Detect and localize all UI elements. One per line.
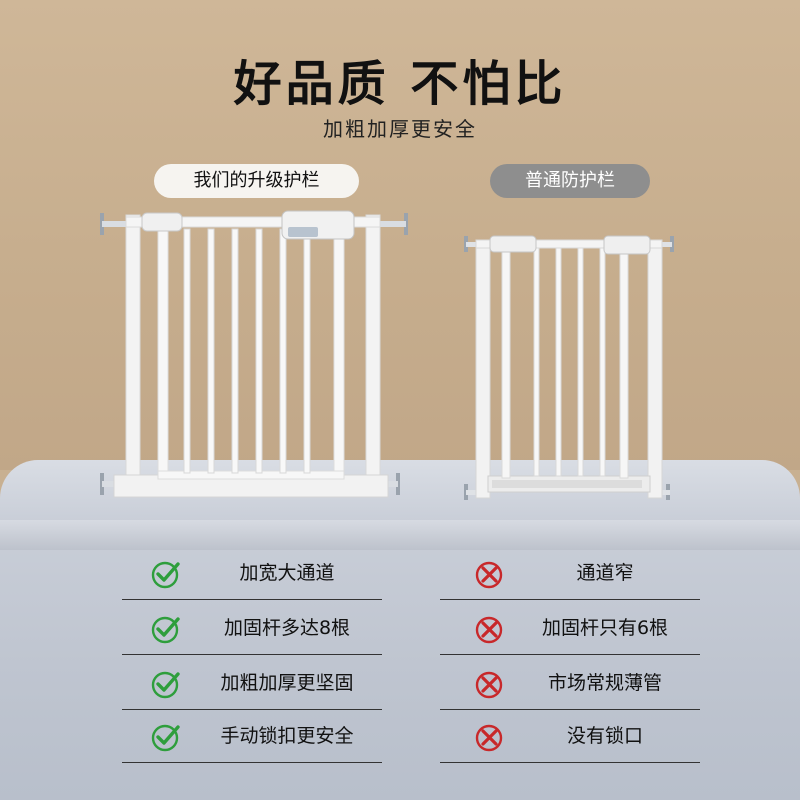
check-icon bbox=[151, 724, 180, 752]
countertop-edge bbox=[0, 520, 800, 550]
divider bbox=[122, 599, 382, 600]
divider bbox=[122, 762, 382, 763]
divider bbox=[122, 709, 382, 710]
feature-text: 加粗加厚更坚固 bbox=[220, 672, 354, 694]
cross-icon bbox=[475, 616, 503, 644]
normal-gate-image bbox=[464, 235, 674, 500]
feature-text: 加固杆多达8根 bbox=[223, 617, 351, 639]
label-upgraded-gate: 我们的升级护栏 bbox=[154, 164, 359, 198]
countertop bbox=[0, 460, 800, 800]
upgraded-gate-image bbox=[100, 210, 408, 498]
feature-text: 市场常规薄管 bbox=[547, 672, 662, 694]
check-icon bbox=[151, 616, 180, 644]
divider bbox=[440, 599, 700, 600]
cross-icon bbox=[475, 561, 503, 589]
divider bbox=[440, 654, 700, 655]
check-icon bbox=[151, 561, 180, 589]
feature-text: 通道窄 bbox=[576, 562, 634, 584]
feature-row-ours: 手动锁扣更安全 bbox=[122, 709, 382, 763]
feature-text: 手动锁扣更安全 bbox=[220, 725, 354, 747]
cross-icon bbox=[475, 724, 503, 752]
label-normal-gate: 普通防护栏 bbox=[490, 164, 650, 198]
check-icon bbox=[151, 671, 180, 699]
feature-row-normal: 市场常规薄管 bbox=[440, 656, 700, 710]
divider bbox=[440, 709, 700, 710]
feature-row-ours: 加粗加厚更坚固 bbox=[122, 656, 382, 710]
divider bbox=[440, 762, 700, 763]
feature-row-normal: 没有锁口 bbox=[440, 709, 700, 763]
feature-row-ours: 加宽大通道 bbox=[122, 546, 382, 600]
cross-icon bbox=[475, 671, 503, 699]
feature-text: 加宽大通道 bbox=[239, 562, 335, 584]
feature-row-ours: 加固杆多达8根 bbox=[122, 601, 382, 655]
page-title: 好品质 不怕比 bbox=[233, 56, 567, 112]
feature-text: 加固杆只有6根 bbox=[541, 617, 669, 639]
feature-row-normal: 通道窄 bbox=[440, 546, 700, 600]
feature-row-normal: 加固杆只有6根 bbox=[440, 601, 700, 655]
page-subtitle: 加粗加厚更安全 bbox=[323, 117, 477, 141]
divider bbox=[122, 654, 382, 655]
feature-text: 没有锁口 bbox=[566, 725, 643, 747]
